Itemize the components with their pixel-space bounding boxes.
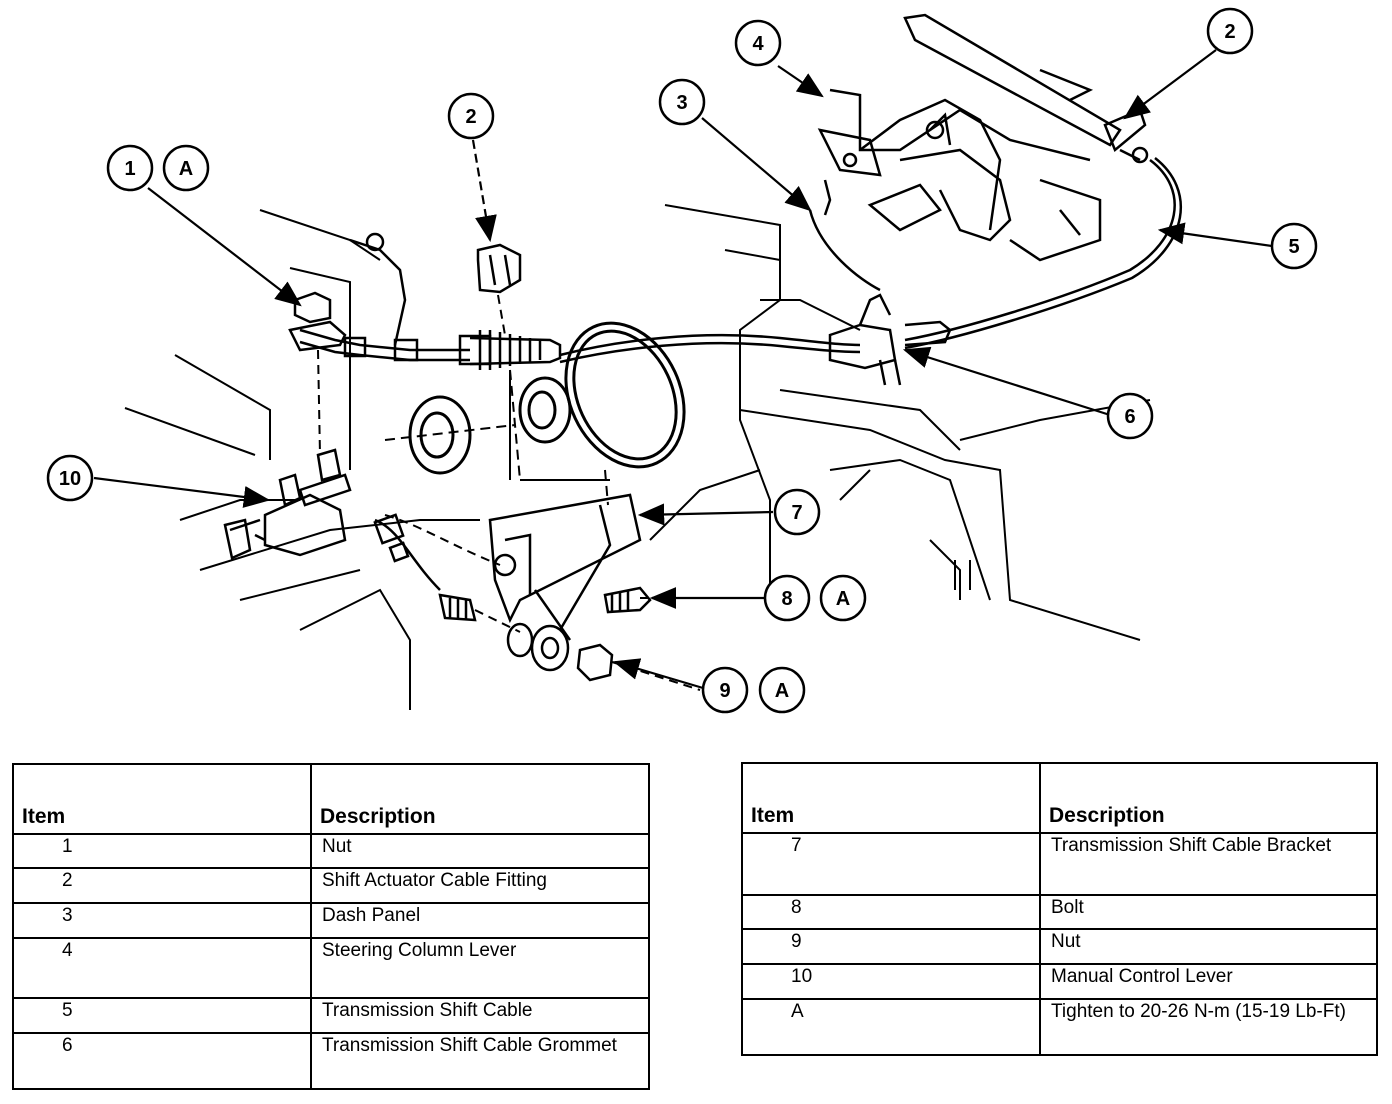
callout-1-label: 1 xyxy=(124,158,135,180)
item-cell: 8 xyxy=(741,894,1041,930)
callout-2-left-label: 2 xyxy=(465,106,476,128)
callout-1-a: A xyxy=(162,144,210,192)
table-row: 5 Transmission Shift Cable xyxy=(12,997,650,1034)
callout-5-label: 5 xyxy=(1288,236,1299,258)
callout-2-right: 2 xyxy=(1206,7,1254,55)
table-row: A Tighten to 20-26 N-m (15-19 Lb-Ft) xyxy=(741,998,1378,1056)
table-header-row: Item Description xyxy=(12,763,650,835)
item-cell: 10 xyxy=(741,963,1041,1000)
callout-3: 3 xyxy=(658,78,706,126)
description-column-header: Description xyxy=(310,763,650,835)
item-cell: 1 xyxy=(12,833,312,869)
item-cell: 9 xyxy=(741,928,1041,965)
table-row: 6 Transmission Shift Cable Grommet xyxy=(12,1032,650,1090)
item-cell: 2 xyxy=(12,867,312,904)
callout-9-a: A xyxy=(758,666,806,714)
description-cell: Tighten to 20-26 N-m (15-19 Lb-Ft) xyxy=(1039,998,1378,1056)
table-row: 9 Nut xyxy=(741,928,1378,965)
table-header-row: Item Description xyxy=(741,762,1378,834)
item-cell: 7 xyxy=(741,832,1041,896)
callout-6-label: 6 xyxy=(1124,406,1135,428)
callout-7-label: 7 xyxy=(791,502,802,524)
callout-6: 6 xyxy=(1106,392,1154,440)
table-row: 2 Shift Actuator Cable Fitting xyxy=(12,867,650,904)
table-row: 1 Nut xyxy=(12,833,650,869)
callout-5: 5 xyxy=(1270,222,1318,270)
callout-3-label: 3 xyxy=(676,92,687,114)
callout-2-left: 2 xyxy=(447,92,495,140)
table-row: 4 Steering Column Lever xyxy=(12,937,650,999)
callout-10-label: 10 xyxy=(59,468,81,490)
steering-column-assembly xyxy=(817,13,1149,262)
item-cell: 5 xyxy=(12,997,312,1034)
description-cell: Manual Control Lever xyxy=(1039,963,1378,1000)
description-cell: Steering Column Lever xyxy=(310,937,650,999)
seal-ring-and-grommets xyxy=(384,321,686,475)
item-column-header: Item xyxy=(12,763,312,835)
callout-9: 9 xyxy=(701,666,749,714)
table-row: 7 Transmission Shift Cable Bracket xyxy=(741,832,1378,896)
description-column-header: Description xyxy=(1039,762,1378,834)
item-cell: 3 xyxy=(12,902,312,939)
item-cell: 6 xyxy=(12,1032,312,1090)
callout-2-right-label: 2 xyxy=(1224,21,1235,43)
callout-9-a-label: A xyxy=(775,680,789,702)
bracket-and-fasteners xyxy=(223,243,765,691)
parts-legend-table-right: Item Description 7 Transmission Shift Ca… xyxy=(741,762,1378,1056)
callout-4-label: 4 xyxy=(752,33,764,55)
callout-8: 8 xyxy=(763,574,811,622)
description-cell: Nut xyxy=(1039,928,1378,965)
callout-7: 7 xyxy=(773,488,821,536)
table-row: 3 Dash Panel xyxy=(12,902,650,939)
background-structure xyxy=(124,204,1151,710)
parts-legend-table-left: Item Description 1 Nut 2 Shift Actuator … xyxy=(12,763,650,1090)
description-cell: Shift Actuator Cable Fitting xyxy=(310,867,650,904)
table-row: 10 Manual Control Lever xyxy=(741,963,1378,1000)
transmission-shift-cable xyxy=(299,157,1183,386)
item-cell: A xyxy=(741,998,1041,1056)
description-cell: Transmission Shift Cable Grommet xyxy=(310,1032,650,1090)
callout-1-a-label: A xyxy=(179,158,193,180)
description-cell: Transmission Shift Cable xyxy=(310,997,650,1034)
callout-8-a: A xyxy=(819,574,867,622)
callout-1: 1 xyxy=(106,144,154,192)
description-cell: Bolt xyxy=(1039,894,1378,930)
item-column-header: Item xyxy=(741,762,1041,834)
item-cell: 4 xyxy=(12,937,312,999)
description-cell: Transmission Shift Cable Bracket xyxy=(1039,832,1378,896)
description-cell: Dash Panel xyxy=(310,902,650,939)
table-row: 8 Bolt xyxy=(741,894,1378,930)
exploded-view-diagram: 1 A 2 2 3 4 5 6 7 8 A 9 A 10 xyxy=(46,7,1318,714)
leader-arrows xyxy=(93,49,1273,690)
callout-4: 4 xyxy=(734,19,782,67)
callout-8-label: 8 xyxy=(781,588,792,610)
callout-10: 10 xyxy=(46,454,94,502)
callout-8-a-label: A xyxy=(836,588,850,610)
callout-9-label: 9 xyxy=(719,680,730,702)
description-cell: Nut xyxy=(310,833,650,869)
callouts: 1 A 2 2 3 4 5 6 7 8 A 9 A 10 xyxy=(46,7,1318,714)
